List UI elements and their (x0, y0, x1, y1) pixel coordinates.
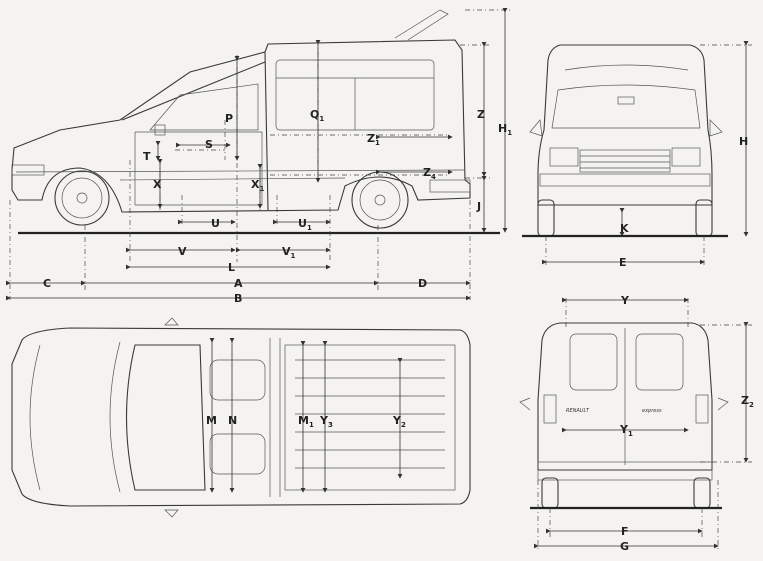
dim-label-U1: U1 (298, 217, 312, 232)
dim-label-C: C (43, 277, 51, 290)
dim-label-Y2: Y2 (392, 414, 406, 429)
dim-label-U: U (211, 217, 220, 230)
dim-label-S: S (205, 138, 213, 151)
dim-label-D: D (418, 277, 427, 290)
dim-label-V1: V1 (282, 245, 296, 260)
dim-label-V: V (178, 245, 187, 258)
dim-label-E: E (619, 256, 627, 269)
dim-label-G: G (620, 540, 629, 553)
rear-view (519, 297, 752, 552)
rear-badge-model: express (642, 408, 662, 414)
dim-label-Z1: Z1 (367, 132, 380, 147)
dim-label-L: L (228, 261, 235, 274)
dim-label-M: M (206, 414, 217, 427)
dim-label-Y1: Y1 (619, 423, 633, 438)
dim-label-Q1: Q1 (310, 108, 324, 123)
rear-badge-brand: RENAULT (566, 408, 590, 414)
dim-label-B: B (234, 292, 242, 305)
dim-label-H1: H1 (498, 122, 512, 137)
side-view (6, 8, 510, 301)
dim-label-Z4: Z4 (423, 166, 436, 181)
front-view (522, 41, 752, 268)
dim-label-A: A (234, 277, 243, 290)
dim-label-T: T (143, 150, 151, 163)
dim-label-X: X (153, 178, 162, 191)
dim-label-P: P (225, 112, 233, 125)
dim-label-M1: M1 (298, 414, 314, 429)
dim-label-N: N (228, 414, 237, 427)
dim-label-Z2: Z2 (741, 394, 754, 409)
dim-label-J: J (476, 200, 481, 213)
dim-label-F: F (621, 525, 629, 538)
dim-label-Z: Z (477, 108, 485, 121)
dim-label-Y: Y (620, 294, 630, 307)
dim-label-X1: X1 (251, 178, 264, 193)
dim-label-Y3: Y3 (319, 414, 333, 429)
dim-label-K: K (620, 222, 629, 235)
dim-label-H: H (739, 135, 748, 148)
top-view (11, 317, 471, 518)
